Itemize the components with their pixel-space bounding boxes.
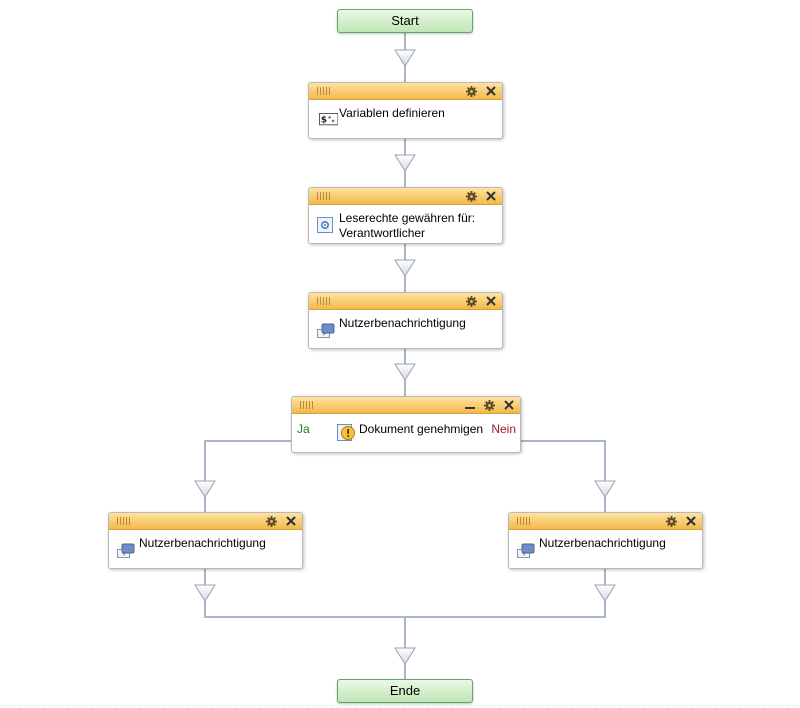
close-icon[interactable] (686, 516, 696, 526)
condition-header[interactable] (292, 397, 520, 414)
activity-title: Nutzerbenachrichtigung (539, 536, 666, 550)
connector-arrow (394, 363, 416, 381)
connector-arrow (594, 584, 616, 602)
approval-icon (337, 424, 355, 441)
close-icon[interactable] (486, 191, 496, 201)
activity-header[interactable] (509, 513, 702, 530)
activity-header[interactable] (309, 83, 502, 100)
activity-nutzerbenachrichtigung[interactable]: Nutzerbenachrichtigung (308, 292, 503, 349)
connector-arrow (394, 49, 416, 67)
activity-header[interactable] (309, 293, 502, 310)
notification-icon (317, 323, 335, 338)
activity-variablen-definieren[interactable]: $ Variablen definieren (308, 82, 503, 139)
drag-grip-icon[interactable] (317, 192, 330, 200)
connector-arrow (594, 480, 616, 498)
gear-icon[interactable] (484, 399, 495, 411)
notification-icon (117, 543, 135, 558)
end-node[interactable]: Ende (337, 679, 473, 703)
drag-grip-icon[interactable] (517, 517, 530, 525)
activity-title: Nutzerbenachrichtigung (139, 536, 266, 550)
activity-title: Variablen definieren (339, 106, 445, 120)
condition-title: Dokument genehmigen (359, 422, 484, 436)
start-node[interactable]: Start (337, 9, 473, 33)
close-icon[interactable] (286, 516, 296, 526)
activity-header[interactable] (309, 188, 502, 205)
connector-arrow (394, 154, 416, 172)
notification-icon (517, 543, 535, 558)
close-icon[interactable] (504, 400, 514, 410)
end-label: Ende (389, 683, 421, 698)
condition-dokument-genehmigen[interactable]: Ja Dokument genehmigen Nein (291, 396, 521, 453)
activity-title: Nutzerbenachrichtigung (339, 316, 466, 330)
drag-grip-icon[interactable] (317, 297, 330, 305)
connector-arrow (194, 480, 216, 498)
drag-grip-icon[interactable] (117, 517, 130, 525)
gear-icon[interactable] (666, 515, 677, 527)
gear-icon[interactable] (466, 85, 477, 97)
activity-title-line1: Leserechte gewähren für: (339, 211, 476, 225)
drag-grip-icon[interactable] (317, 87, 330, 95)
svg-text:$: $ (321, 116, 327, 126)
activity-header[interactable] (109, 513, 302, 530)
gear-icon[interactable] (466, 190, 477, 202)
activity-title-line2: Verantwortlicher (339, 226, 426, 240)
branch-right-nutzerbenachrichtigung[interactable]: Nutzerbenachrichtigung (508, 512, 703, 569)
branch-left-nutzerbenachrichtigung[interactable]: Nutzerbenachrichtigung (108, 512, 303, 569)
branch-yes-label: Ja (297, 422, 310, 436)
close-icon[interactable] (486, 296, 496, 306)
connector-arrow (394, 647, 416, 665)
connector-arrow (394, 259, 416, 277)
start-label: Start (391, 13, 419, 28)
gear-icon[interactable] (266, 515, 277, 527)
gear-icon[interactable] (466, 295, 477, 307)
connector-arrow (194, 584, 216, 602)
close-icon[interactable] (486, 86, 496, 96)
minimize-icon[interactable] (465, 400, 475, 410)
permissions-icon (317, 217, 333, 233)
variables-icon: $ (319, 113, 338, 126)
activity-leserechte[interactable]: Leserechte gewähren für: Verantwortliche… (308, 187, 503, 244)
drag-grip-icon[interactable] (300, 401, 313, 409)
branch-no-label: Nein (491, 422, 516, 436)
